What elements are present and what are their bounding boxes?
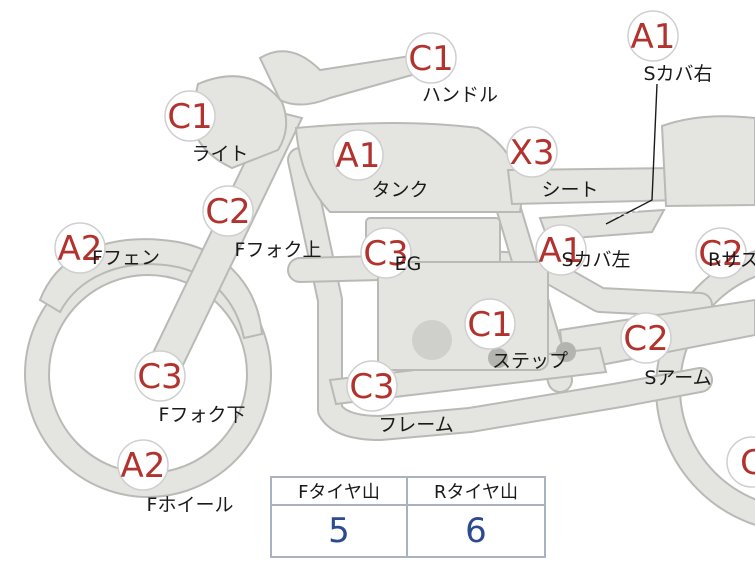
grade-badge-front-wheel	[117, 439, 169, 491]
rear-tire-tread-header: Rタイヤ山	[408, 478, 544, 506]
label-swing-arm: Sアーム	[644, 367, 711, 389]
grade-fork-lower: C3	[137, 357, 182, 397]
grade-badge-fork-upper	[202, 185, 254, 237]
label-seat: シート	[541, 179, 598, 201]
part-frame: C3 フレーム	[346, 360, 454, 436]
label-step: ステップ	[492, 350, 568, 372]
part-light: C1 ライト	[164, 90, 249, 165]
grade-fork-upper: C2	[205, 192, 250, 232]
part-handle: C1 ハンドル	[405, 32, 498, 106]
rear-tire-tread-value: 6	[465, 511, 487, 551]
grade-seat: X3	[510, 133, 555, 173]
label-handle: ハンドル	[422, 84, 498, 106]
tire-tread-table: Fタイヤ山 Rタイヤ山 5 6	[270, 476, 546, 558]
label-engine: EG	[395, 253, 422, 275]
front-tire-tread-header: Fタイヤ山	[272, 478, 408, 506]
grade-badge-rear-suspension	[695, 227, 747, 279]
label-front-fender: Fフェン	[92, 247, 160, 269]
grade-side-cover-right: A1	[631, 17, 676, 57]
grade-rear-wheel: C	[740, 443, 755, 483]
label-light: ライト	[191, 143, 248, 165]
grade-swing-arm: C2	[623, 319, 668, 359]
part-step: C1 ステップ	[464, 298, 568, 372]
grade-badge-rear-wheel	[726, 436, 755, 488]
part-seat: X3 シート	[506, 126, 599, 201]
grade-badge-side-cover-right	[627, 10, 679, 62]
grade-engine: C3	[363, 234, 408, 274]
label-frame: フレーム	[378, 414, 453, 436]
grade-badge-engine	[360, 227, 412, 279]
label-rear-suspension: Rサス	[708, 249, 755, 271]
handlebar-shape	[258, 50, 433, 106]
grade-front-fender: A2	[58, 229, 103, 269]
label-side-cover-right: Sカバ右	[643, 63, 712, 85]
grade-handle: C1	[408, 39, 453, 79]
label-fork-upper: Fフォク上	[235, 239, 322, 261]
grade-rear-suspension: C2	[698, 234, 743, 274]
part-rear-wheel: C	[726, 436, 755, 488]
grade-badge-tank	[332, 129, 384, 181]
label-side-cover-left: Sカバ左	[561, 249, 630, 271]
grade-frame: C3	[349, 367, 394, 407]
grade-badge-swing-arm	[620, 312, 672, 364]
label-front-wheel: Fホイール	[147, 494, 234, 516]
label-tank: タンク	[371, 179, 428, 201]
front-tire-tread-value: 5	[272, 506, 408, 556]
headlight-shape	[190, 75, 288, 170]
grade-front-wheel: A2	[121, 446, 166, 486]
grade-badge-fork-lower	[134, 350, 186, 402]
grade-badge-frame	[346, 360, 398, 412]
grade-tank: A1	[336, 136, 381, 176]
grade-badge-seat	[506, 126, 558, 178]
grade-badge-light	[164, 90, 216, 142]
grade-badge-handle	[405, 32, 457, 84]
grade-light: C1	[167, 97, 212, 137]
grade-step: C1	[467, 305, 512, 345]
side-cover-right-leader	[605, 83, 658, 225]
grade-badge-front-fender	[54, 222, 106, 274]
label-fork-lower: Fフォク下	[159, 404, 246, 426]
grade-badge-step	[464, 298, 516, 350]
grade-badge-side-cover-left	[535, 224, 587, 276]
part-tank: A1 タンク	[332, 129, 429, 201]
grade-side-cover-left: A1	[539, 231, 584, 271]
